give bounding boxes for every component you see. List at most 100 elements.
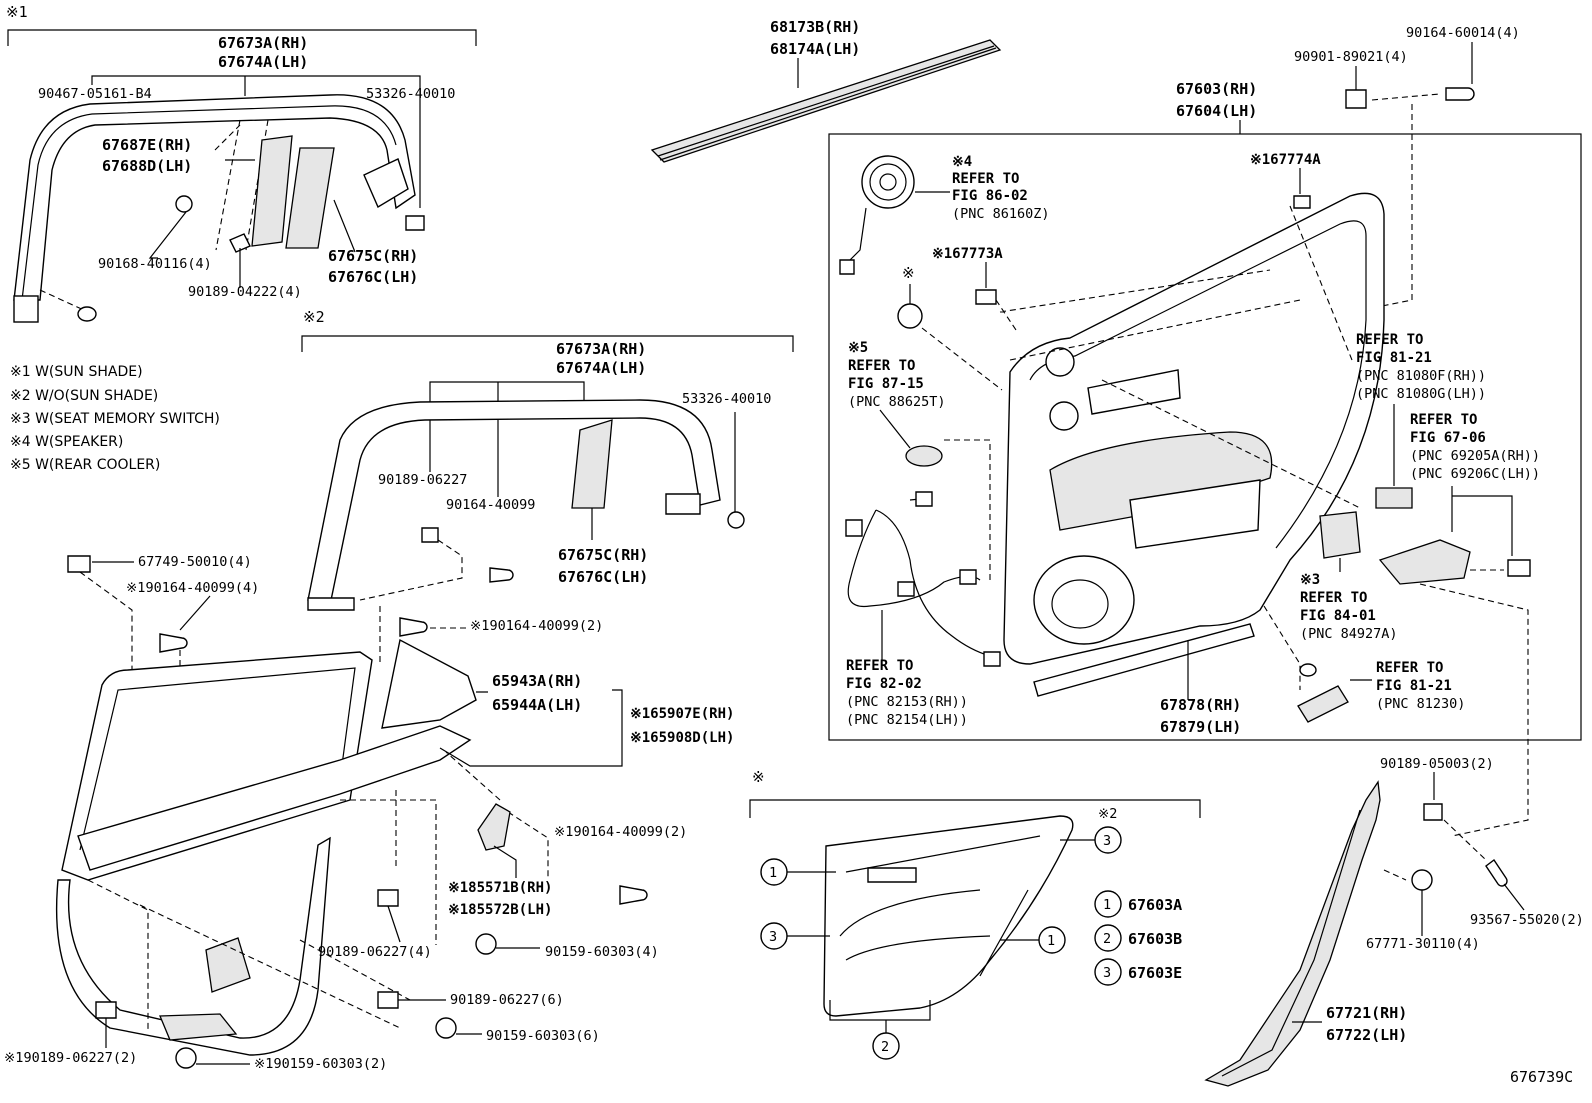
clip-67749	[67, 555, 91, 573]
refer-82-d: (PNC 82154(LH))	[846, 712, 968, 728]
label-67722: 67722(LH)	[1326, 1026, 1407, 1044]
screw-90164-60014	[1445, 87, 1475, 101]
clip-90189-04222	[229, 233, 251, 253]
label-53326-b: 53326-40010	[682, 391, 771, 407]
note-3: ※3	[1300, 572, 1320, 588]
label-90168: 90168-40116(4)	[98, 256, 212, 272]
frame-bracket	[13, 295, 39, 323]
door-trim-panel	[1003, 192, 1385, 665]
footnote-5: ※5 W(REAR COOLER)	[10, 457, 160, 473]
svg-text:1: 1	[1047, 933, 1055, 949]
door-lower-frame	[55, 836, 331, 1056]
screw-90164-40099-4	[159, 633, 188, 653]
refer-84-b: FIG 84-01	[1300, 608, 1376, 624]
label-90164-40099-2a: ※190164-40099(2)	[470, 618, 603, 634]
door-trim-variant	[823, 815, 1074, 1017]
refer-82-c: (PNC 82153(RH))	[846, 694, 968, 710]
svg-text:67603B: 67603B	[1128, 930, 1182, 948]
quarter-glass-65943a	[381, 638, 477, 729]
label-90164-40099-4: ※190164-40099(4)	[126, 580, 259, 596]
legend-67603a: 1 67603A	[1094, 890, 1182, 918]
footnote-3: ※3 W(SEAT MEMORY SWITCH)	[10, 411, 220, 427]
refer-81-d: (PNC 81080G(LH))	[1356, 386, 1486, 402]
label-67687e: 67687E(RH)	[102, 136, 192, 154]
refer-87-a: REFER TO	[848, 358, 915, 374]
refer-86-c: (PNC 86160Z)	[952, 206, 1050, 222]
label-85572b: ※185572B(LH)	[448, 902, 552, 918]
label-67675c-a: 67675C(RH)	[328, 247, 418, 265]
legend-67603b: 2 67603B	[1094, 924, 1182, 952]
screw-93567	[1485, 858, 1508, 887]
label-65943a: 65943A(RH)	[492, 672, 582, 690]
label-85571b: ※185571B(RH)	[448, 880, 552, 896]
label-90164-40099-2b: ※190164-40099(2)	[554, 824, 687, 840]
refer-81-b: FIG 81-21	[1356, 350, 1432, 366]
label-67771: 67771-30110(4)	[1366, 936, 1480, 952]
clip-90189-05003	[1423, 803, 1443, 821]
label-90189-06227-4: 90189-06227(4)	[318, 944, 432, 960]
courtesy-lamp-81230	[1297, 685, 1349, 723]
clip-90189-06227-b	[421, 527, 439, 543]
circle-3-b: 3	[760, 922, 788, 950]
clip-67773a	[975, 289, 997, 305]
mark-clip: ※	[902, 264, 915, 282]
label-93567: 93567-55020(2)	[1470, 912, 1584, 928]
group-trim-variants: ※ ※2 1 3 3 1 2 1	[749, 768, 1201, 1060]
label-53326-a: 53326-40010	[366, 86, 455, 102]
label-68173b: 68173B(RH)	[770, 18, 860, 36]
clip-90168	[175, 195, 193, 213]
inside-handle-69205a	[1378, 539, 1471, 585]
svg-text:3: 3	[769, 929, 777, 945]
label-90189-05003: 90189-05003(2)	[1380, 756, 1494, 772]
clip-marked	[897, 303, 923, 329]
circle-3-a: 3	[1094, 826, 1122, 854]
pillar-trim-67687e	[251, 135, 293, 247]
circle-2-a: 2	[872, 1032, 900, 1060]
clip-53326-b	[727, 511, 745, 529]
label-65908d: ※165908D(LH)	[630, 730, 734, 746]
refer-81-a: REFER TO	[1356, 332, 1423, 348]
label-90164-40099-b: 90164-40099	[446, 497, 535, 513]
clip-67774a	[1293, 195, 1311, 209]
refer-67-a: REFER TO	[1410, 412, 1477, 428]
svg-text:2: 2	[881, 1039, 889, 1055]
label-90164-60014: 90164-60014(4)	[1406, 25, 1520, 41]
label-67604: 67604(LH)	[1176, 102, 1257, 120]
pillar-garnish-67675c-b	[571, 419, 613, 509]
clip-90189-06227-4	[377, 889, 399, 907]
svg-text:3: 3	[1103, 833, 1111, 849]
screw-90164-40099-2a	[399, 617, 428, 637]
door-bracket-lower	[205, 937, 251, 993]
refer-87-b: FIG 87-15	[848, 376, 924, 392]
label-67676c-b: 67676C(LH)	[558, 568, 648, 586]
trim-light-2	[1049, 401, 1079, 431]
clip-67771	[1411, 869, 1433, 891]
door-frame-moulding-b	[307, 399, 721, 606]
svg-text:1: 1	[769, 865, 777, 881]
footnote-1: ※1 W(SUN SHADE)	[10, 364, 143, 380]
refer-86-a: REFER TO	[952, 171, 1019, 187]
memory-switch-84927a	[1319, 511, 1361, 559]
refer-81230-a: REFER TO	[1376, 660, 1443, 676]
label-90189-06227-2: ※190189-06227(2)	[4, 1050, 137, 1066]
svg-text:3: 3	[1103, 965, 1111, 981]
label-67674a-lh: 67674A(LH)	[218, 53, 308, 71]
refer-67-d: (PNC 69206C(LH))	[1410, 466, 1540, 482]
circle-1-a: 1	[760, 858, 788, 886]
door-handle-bezel	[1087, 369, 1181, 415]
label-68174a: 68174A(LH)	[770, 40, 860, 58]
refer-81230-b: FIG 81-21	[1376, 678, 1452, 694]
door-belt-channel	[77, 725, 472, 871]
group-no-sunshade-frame: ※2 67673A(RH) 67674A(LH) 53326-40010 901…	[301, 308, 794, 611]
label-90189-06227-b: 90189-06227	[378, 472, 467, 488]
label-67673a-rh: 67673A(RH)	[218, 34, 308, 52]
footnotes: ※1 W(SUN SHADE) ※2 W/O(SUN SHADE) ※3 W(S…	[10, 364, 220, 473]
footnote-4: ※4 W(SPEAKER)	[10, 434, 123, 450]
group-mark-2: ※2	[303, 308, 325, 326]
label-90467: 90467-05161-B4	[38, 86, 152, 102]
refer-67-b: FIG 67-06	[1410, 430, 1486, 446]
label-90159-60303-4: 90159-60303(4)	[545, 944, 659, 960]
refer-86-b: FIG 86-02	[952, 188, 1028, 204]
svg-text:2: 2	[1103, 931, 1111, 947]
